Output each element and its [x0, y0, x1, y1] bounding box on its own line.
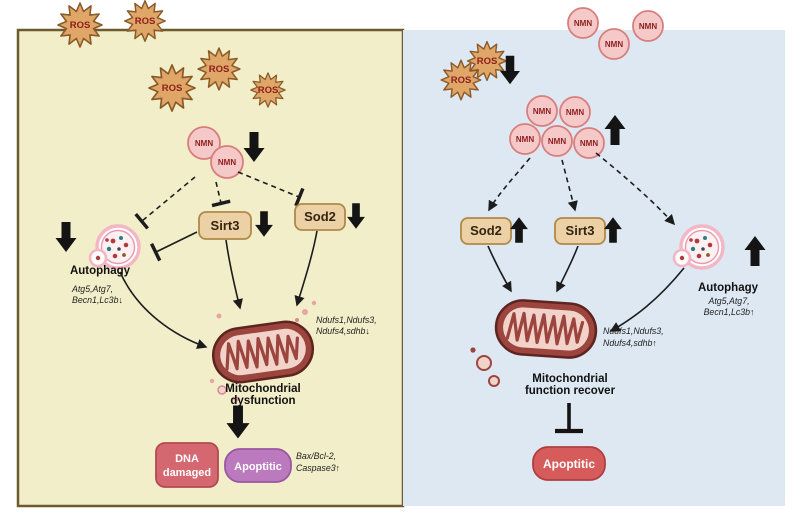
nmn-label: NMN: [516, 135, 534, 144]
sirt3-to-mito-arrow: [225, 239, 243, 310]
mito-caption-right-line1: Mitochondrial: [532, 373, 607, 385]
apoptotic-label-right: Apoptitic: [543, 457, 595, 471]
right-panel: [403, 30, 785, 506]
nmn-to-sod2-arrow: [488, 157, 531, 212]
mito-genes-line2: Ndufs4,sdhb↓: [316, 326, 370, 336]
mito-caption-right-line2: function recover: [525, 385, 616, 397]
mito-caption-line1: Mitochondrial: [225, 383, 300, 395]
nmn-circle: [526, 95, 558, 127]
nmn-label: NMN: [574, 19, 592, 28]
nmn-circle: [559, 96, 591, 128]
dna-damaged-line2: damaged: [163, 467, 211, 479]
autophagy-to-mito-arrow: [119, 271, 208, 349]
apoptosis-genes-line1: Bax/Bcl-2,: [296, 451, 336, 461]
ros-label: ROS: [70, 20, 91, 31]
nmn-label: NMN: [580, 139, 598, 148]
nmn-to-sirt3-line: [211, 181, 231, 208]
nmn-circle: [210, 145, 244, 179]
dna-damaged-box: [155, 442, 219, 488]
sirt3-label-right: Sirt3: [566, 223, 595, 238]
mito-genes-right-line1: Ndufs1,Ndufs3,: [603, 326, 664, 336]
nmn-label: NMN: [218, 158, 236, 167]
nmn-label: NMN: [195, 139, 213, 148]
nmn-circle: [541, 125, 573, 157]
sod2-box-right: [460, 217, 512, 245]
nmn-label: NMN: [639, 22, 657, 31]
ros-label: ROS: [209, 64, 230, 75]
dna-damaged-line1: DNA: [175, 453, 199, 465]
mito-vesicle-speckles: [470, 347, 500, 387]
sod2-to-mito-arrow: [294, 230, 318, 307]
mito-genes-line1: Ndufs1,Ndufs3,: [316, 315, 377, 325]
nmn-to-autophagy-arrow: [595, 152, 676, 226]
ros-label: ROS: [258, 85, 279, 96]
sirt3-box: [198, 211, 252, 240]
nmn-label: NMN: [566, 108, 584, 117]
sod2-label: Sod2: [304, 209, 336, 224]
autophagy-label: Autophagy: [70, 265, 131, 277]
nmn-to-sod2-line: [237, 171, 305, 207]
autophagy-genes-line1: Atg5,Atg7,: [71, 284, 113, 294]
autophagy-genes-right-line2: Becn1,Lc3b↑: [704, 307, 755, 317]
mito-caption-line2: dysfunction: [230, 395, 295, 407]
sod2-box: [294, 203, 346, 231]
left-panel: [16, 28, 405, 508]
ros-label: ROS: [451, 75, 472, 86]
nmn-circle: [598, 28, 630, 60]
mito-genes-right-line2: Ndufs4,sdhb↑: [603, 338, 657, 348]
inhibit-apoptosis-tbar: [555, 403, 583, 434]
nmn-to-autophagy-line: [134, 176, 196, 230]
mito-debris-speckles: [209, 300, 317, 402]
nmn-circle: [509, 123, 541, 155]
nmn-label: NMN: [533, 107, 551, 116]
sirt3-label: Sirt3: [211, 218, 240, 233]
nmn-circle: [573, 127, 605, 159]
nmn-circle: [567, 7, 599, 39]
ros-label: ROS: [477, 56, 498, 67]
nmn-label: NMN: [605, 40, 623, 49]
ros-label: ROS: [162, 83, 183, 94]
mitochondria-right: [492, 296, 600, 362]
autophagy-genes-right-line1: Atg5,Atg7,: [707, 296, 749, 306]
nmn-circle: [187, 126, 221, 160]
autophagy-to-mito-arrow-right: [609, 267, 685, 332]
apoptotic-label-left: Apoptitic: [234, 461, 282, 473]
nmn-label: NMN: [548, 137, 566, 146]
autophagy-genes-line2: Becn1,Lc3b↓: [72, 295, 123, 305]
apoptosis-genes-line2: Caspase3↑: [296, 463, 340, 473]
sirt3-to-mito-arrow-right: [556, 245, 579, 293]
sirt3-box-right: [554, 217, 606, 245]
apoptotic-box-right: [532, 446, 606, 481]
sirt3-to-autophagy-inhibit: [149, 231, 198, 262]
ros-label: ROS: [135, 16, 156, 27]
sod2-to-mito-arrow-right: [487, 245, 512, 293]
apoptotic-box-left: [224, 448, 292, 483]
autophagy-label-right: Autophagy: [698, 282, 759, 294]
nmn-circle: [632, 10, 664, 42]
sod2-label-right: Sod2: [470, 223, 502, 238]
